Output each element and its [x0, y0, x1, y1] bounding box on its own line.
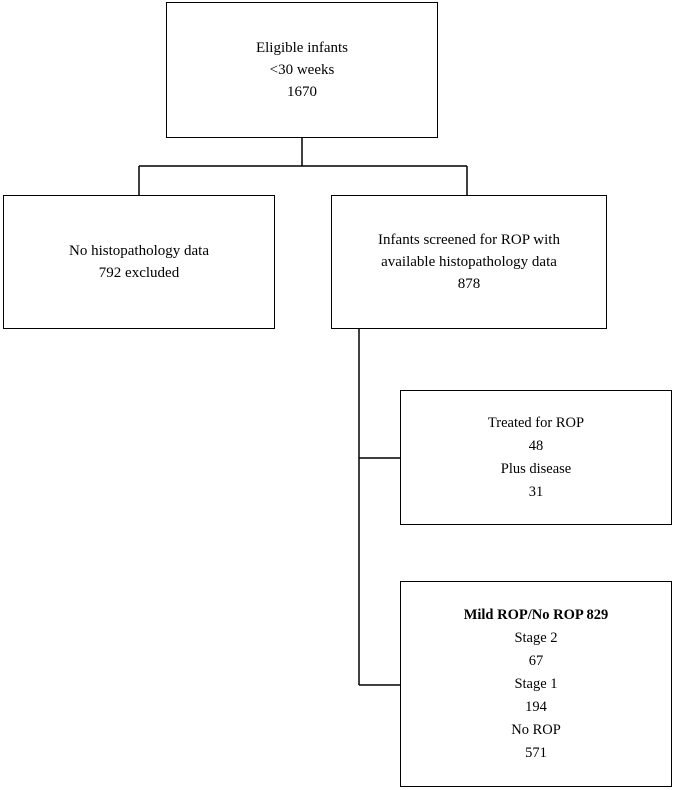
mild-rop-box: Mild ROP/No ROP 829 Stage 2 67 Stage 1 1… [400, 581, 672, 787]
screened-count: 878 [457, 276, 481, 292]
screened-label-2: available histopathology data [381, 254, 557, 270]
mild-rop-title: Mild ROP/No ROP 829 [463, 606, 609, 623]
eligible-criteria: <30 weeks [269, 62, 335, 78]
no-rop-count: 571 [525, 744, 547, 761]
no-rop-label: No ROP [511, 721, 561, 738]
treated-label: Treated for ROP [487, 414, 585, 431]
excluded-label: No histopathology data [69, 243, 209, 259]
excluded-count: 792 excluded [98, 265, 180, 281]
treated-box: Treated for ROP 48 Plus disease 31 [400, 390, 672, 525]
stage2-label: Stage 2 [514, 629, 558, 646]
plus-disease-count: 31 [528, 483, 544, 500]
screened-box: Infants screened for ROP with available … [331, 195, 607, 329]
stage1-count: 194 [525, 698, 547, 715]
excluded-box: No histopathology data 792 excluded [3, 195, 275, 329]
treated-count: 48 [528, 437, 544, 454]
eligible-infants-box: Eligible infants <30 weeks 1670 [166, 2, 438, 138]
stage2-count: 67 [528, 652, 544, 669]
stage1-label: Stage 1 [514, 675, 558, 692]
screened-label-1: Infants screened for ROP with [378, 232, 560, 248]
eligible-count: 1670 [287, 84, 317, 100]
eligible-label: Eligible infants [255, 40, 349, 56]
plus-disease-label: Plus disease [500, 460, 572, 477]
